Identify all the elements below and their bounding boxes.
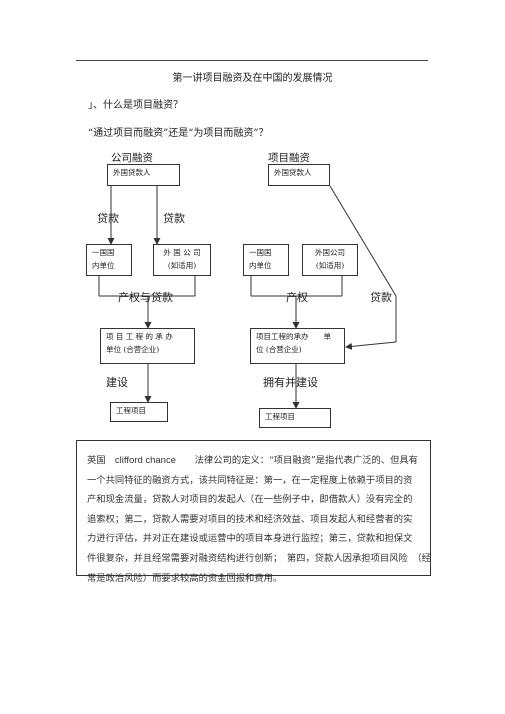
left-foreign-company-line1: 外 国 公 司 [163, 248, 201, 257]
definition-line-4: 追索权；第二，贷款人需要对项目的技术和经济效益、项目发起人和经营者的实 [87, 513, 413, 525]
left-domestic-unit-line1: 一国国 [92, 248, 115, 257]
right-own-build-label: 拥有并建设 [263, 376, 318, 389]
right-domestic-unit-line1: 一国国 [249, 248, 272, 257]
left-heading: 公司融资 [111, 152, 153, 164]
left-foreign-lender-box: 外国贷款人 [107, 164, 180, 186]
left-loan-label-1: 贷款 [97, 212, 119, 225]
right-foreign-lender-text: 外国贷款人 [274, 168, 312, 177]
definition-line-7: 常是政治风险）而要求较高的资金回报和费用。 [87, 572, 283, 584]
left-loan-label-2: 贷款 [163, 212, 185, 225]
left-build-label: 建设 [106, 376, 128, 389]
right-foreign-company-line1: 外国公司 [315, 248, 345, 257]
right-foreign-company-box: 外国公司 (如适用) [302, 244, 358, 276]
right-domestic-unit-box: 一国国 内单位 [243, 244, 289, 276]
header-rule [76, 60, 428, 61]
right-loan-diagonal [329, 185, 397, 297]
definition-line-1-rest: 法律公司的定义：“项目融资”是指代表广泛的、但具有 [194, 455, 418, 466]
definition-line-6: 件很复杂，并且经常需要对融资结构进行创新； 第四，贷款人因承担项目风险 （经 [87, 552, 431, 564]
left-project-text: 工程项目 [116, 406, 146, 415]
right-domestic-unit-line2: 内单位 [249, 261, 272, 270]
left-contractor-line1: 项 目 工 程 的 承 办 [106, 332, 173, 341]
right-project-box: 工程项目 [259, 408, 331, 428]
question-2: “通过项目而融资”还是“为项目而融资”？ [88, 128, 269, 139]
left-contractor-box: 项 目 工 程 的 承 办 单位 (合营企业) [100, 328, 195, 364]
left-domestic-unit-box: 一国国 内单位 [86, 244, 132, 276]
page-title: 第一讲项目融资及在中国的发展情况 [172, 73, 333, 84]
left-domestic-unit-line2: 内单位 [92, 261, 115, 270]
left-contractor-line2: 单位 (合营企业) [106, 345, 160, 354]
definition-box: 英国 clifford chance 法律公司的定义：“项目融资”是指代表广泛的… [76, 440, 431, 584]
right-contractor-line1: 项目工程的承办 单 [256, 332, 331, 341]
right-project-text: 工程项目 [265, 412, 295, 421]
right-contractor-box: 项目工程的承办 单 位 (合营企业) [250, 328, 345, 364]
definition-line-5: 力进行评估，并对正在建设或运营中的项目本身进行监控；第三，贷款和担保文 [87, 533, 413, 545]
right-contractor-line2: 位 (合营企业) [256, 345, 302, 354]
right-heading: 项目融资 [268, 152, 310, 164]
definition-line-2: 一个共同特征的融资方式，该共同特征是：第一，在一定程度上依赖于项目的资 [87, 474, 413, 486]
left-foreign-lender-text: 外国贷款人 [113, 168, 151, 177]
right-loan-arrow [345, 341, 397, 350]
right-equity-label: 产权 [286, 291, 308, 304]
right-foreign-lender-box: 外国贷款人 [268, 164, 330, 186]
definition-country: 英国 [87, 455, 106, 466]
left-foreign-company-line2: (如适用) [167, 261, 197, 270]
definition-firm-name: clifford chance [114, 455, 177, 466]
left-project-box: 工程项目 [110, 402, 168, 422]
left-equity-loan-label: 产权与贷款 [118, 291, 173, 304]
question-1: 」、什么是项目融资？ [88, 100, 183, 111]
definition-line-1: 英国 clifford chance 法律公司的定义：“项目融资”是指代表广泛的… [87, 451, 420, 471]
left-foreign-company-box: 外 国 公 司 (如适用) [153, 244, 211, 276]
right-loan-label: 贷款 [370, 291, 392, 304]
right-foreign-company-line2: (如适用) [315, 261, 345, 270]
definition-line-3: 产和现金流量，贷款人对项目的发起人（在一些例子中，即借款人）没有完全的 [87, 494, 413, 506]
